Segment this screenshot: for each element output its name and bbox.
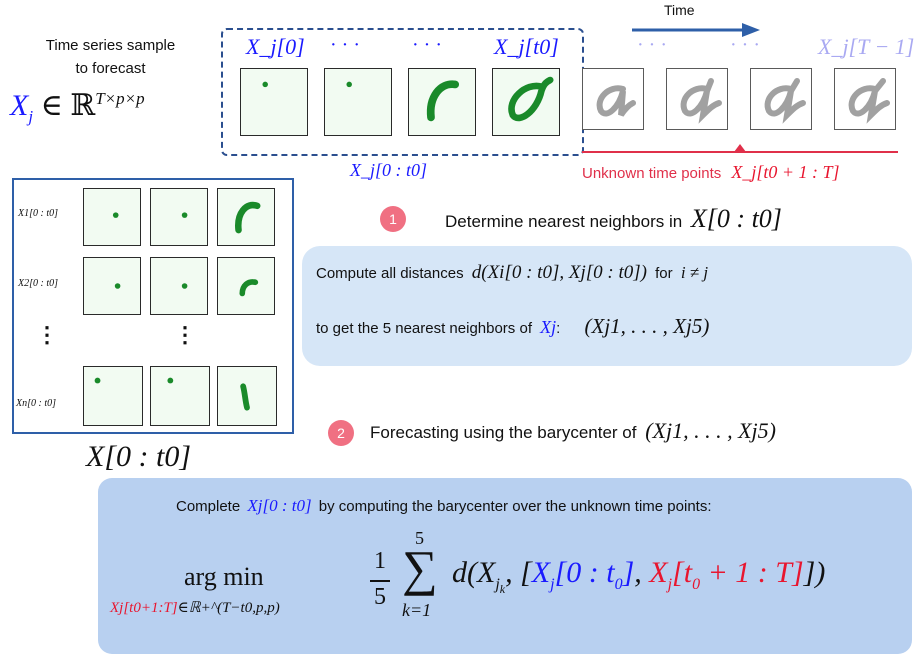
- step1-line1: Compute all distances d(Xi[0 : t0], Xj[0…: [316, 262, 708, 284]
- digit-stroke-icon: [239, 279, 259, 297]
- frame-known-1: [240, 68, 308, 136]
- digit-dot-icon: [94, 377, 101, 384]
- step2-desc-var: Xj[0 : t0]: [247, 496, 312, 515]
- digit-dot-icon: [181, 212, 188, 218]
- neighbor-2-frame-1: [83, 257, 141, 315]
- step1-title-text: Determine nearest neighbors in: [445, 212, 683, 231]
- label-dots-4: · · ·: [730, 34, 760, 56]
- digit-loop-icon: [508, 76, 554, 122]
- neighbor-n-frame-3: [217, 366, 277, 426]
- digit-stroke-icon: [235, 201, 261, 234]
- step2-title-text: Forecasting using the barycenter of: [370, 423, 637, 442]
- known-range-label: X_j[0 : t0]: [350, 160, 428, 180]
- step2-badge: 2: [328, 420, 354, 446]
- step1-line2-tuple: (Xj1, . . . , Xj5): [584, 314, 710, 338]
- step1-line2-colon: :: [556, 320, 561, 337]
- digit-dot-icon: [346, 81, 352, 88]
- argmin-sub: Xj[t0+1:T]∈ℝ+^(T−t0,p,p): [110, 598, 280, 617]
- label-dots-3: · · ·: [637, 34, 667, 56]
- step1-line1-for: for: [655, 265, 673, 282]
- sample-title-line1: Time series sample: [45, 37, 176, 54]
- digit-dot-icon: [262, 81, 268, 88]
- step2-title-tuple: (Xj1, . . . , Xj5): [645, 418, 776, 443]
- label-xj0: X_j[0]: [246, 34, 305, 59]
- step1-panel: [302, 246, 912, 366]
- frac-den: 5: [374, 584, 386, 610]
- step2-title: Forecasting using the barycenter of (Xj1…: [370, 418, 776, 444]
- neighbors-caption: X[0 : t0]: [86, 440, 191, 473]
- step1-line2-text: to get the 5 nearest neighbors of: [316, 320, 532, 337]
- neighbor-n-frame-2: [150, 366, 210, 426]
- neighbor-label-2: X2[0 : t0]: [18, 278, 58, 289]
- vdots-1: ⋮: [36, 322, 58, 347]
- step2-desc: Complete Xj[0 : t0] by computing the bar…: [176, 496, 712, 516]
- digit-dot-icon: [114, 283, 121, 289]
- digit-dot-icon: [181, 283, 188, 289]
- neighbor-1-frame-1: [83, 188, 141, 246]
- step1-title: Determine nearest neighbors in X[0 : t0]: [445, 204, 782, 234]
- digit-dot-icon: [167, 377, 174, 384]
- neighbor-label-n: Xn[0 : t0]: [16, 398, 56, 409]
- label-dots-2: · · ·: [412, 34, 442, 56]
- step1-line2: to get the 5 nearest neighbors of Xj: (X…: [316, 314, 709, 339]
- time-arrow: [632, 23, 760, 37]
- digit-stroke-icon: [426, 80, 460, 122]
- neighbor-1-frame-2: [150, 188, 208, 246]
- sum-top: 5: [415, 528, 424, 548]
- step2-panel: [98, 478, 912, 654]
- neighbor-2-frame-3: [217, 257, 275, 315]
- sample-title-line2: to forecast: [75, 60, 146, 77]
- frame-unknown-1: [582, 68, 644, 130]
- digit-gray-icon: [848, 78, 890, 124]
- digit-stroke-icon: [240, 383, 250, 411]
- frame-unknown-2: [666, 68, 728, 130]
- argmin-sub-rest: ∈ℝ+^(T−t0,p,p): [177, 600, 280, 616]
- barycenter-formula: d(Xjk, [Xj[0 : t0], Xj[t0 + 1 : T]]): [452, 556, 826, 597]
- frame-known-2: [324, 68, 392, 136]
- vdots-2: ⋮: [174, 322, 196, 347]
- frame-known-4: [492, 68, 560, 136]
- neighbors-panel: [12, 178, 294, 434]
- unknown-text: Unknown time points X_j[t0 + 1 : T]: [582, 162, 840, 183]
- sample-var: X: [10, 89, 29, 122]
- argmin-sub-red: Xj[t0+1:T]: [110, 600, 178, 616]
- frac-bar: [370, 580, 390, 582]
- unknown-label: Unknown time points: [582, 165, 722, 182]
- step1-line1-math: d(Xi[0 : t0], Xj[0 : t0]): [471, 262, 647, 283]
- frac-num: 1: [374, 548, 386, 574]
- frame-unknown-3: [750, 68, 812, 130]
- unknown-bracket: [582, 144, 898, 153]
- argmin-label: arg min: [184, 562, 264, 591]
- step1-line1-text: Compute all distances: [316, 265, 464, 282]
- digit-gray-icon: [764, 78, 806, 124]
- label-xjT: X_j[T − 1]: [818, 34, 915, 59]
- neighbor-1-frame-3: [217, 188, 275, 246]
- step1-title-math: X[0 : t0]: [690, 204, 782, 233]
- step2-desc-post: by computing the barycenter over the unk…: [318, 498, 712, 515]
- step1-badge: 1: [380, 206, 406, 232]
- label-dots-1: · · ·: [330, 34, 360, 56]
- neighbor-n-frame-1: [83, 366, 143, 426]
- step2-desc-pre: Complete: [176, 498, 241, 515]
- step1-line2-var: Xj: [540, 317, 557, 337]
- sample-member: ∈ ℝ: [40, 89, 96, 122]
- sample-var-sub: j: [28, 107, 34, 126]
- sample-definition: Xj ∈ ℝT×p×p: [10, 88, 145, 127]
- digit-gray-icon: [680, 78, 722, 124]
- label-xjt0: X_j[t0]: [494, 34, 559, 59]
- time-label: Time: [664, 2, 695, 18]
- sum-bot: k=1: [402, 600, 432, 620]
- digit-gray-icon: [596, 85, 636, 117]
- digit-dot-icon: [112, 212, 119, 218]
- sample-title: Time series sample to forecast: [18, 34, 203, 80]
- sum-sign: ∑: [402, 540, 438, 596]
- sample-sup: T×p×p: [95, 89, 145, 108]
- step1-line1-cond: i ≠ j: [680, 263, 709, 282]
- neighbor-label-1: X1[0 : t0]: [18, 208, 58, 219]
- unknown-math: X_j[t0 + 1 : T]: [731, 162, 840, 182]
- neighbor-2-frame-2: [150, 257, 208, 315]
- frame-unknown-4: [834, 68, 896, 130]
- frame-known-3: [408, 68, 476, 136]
